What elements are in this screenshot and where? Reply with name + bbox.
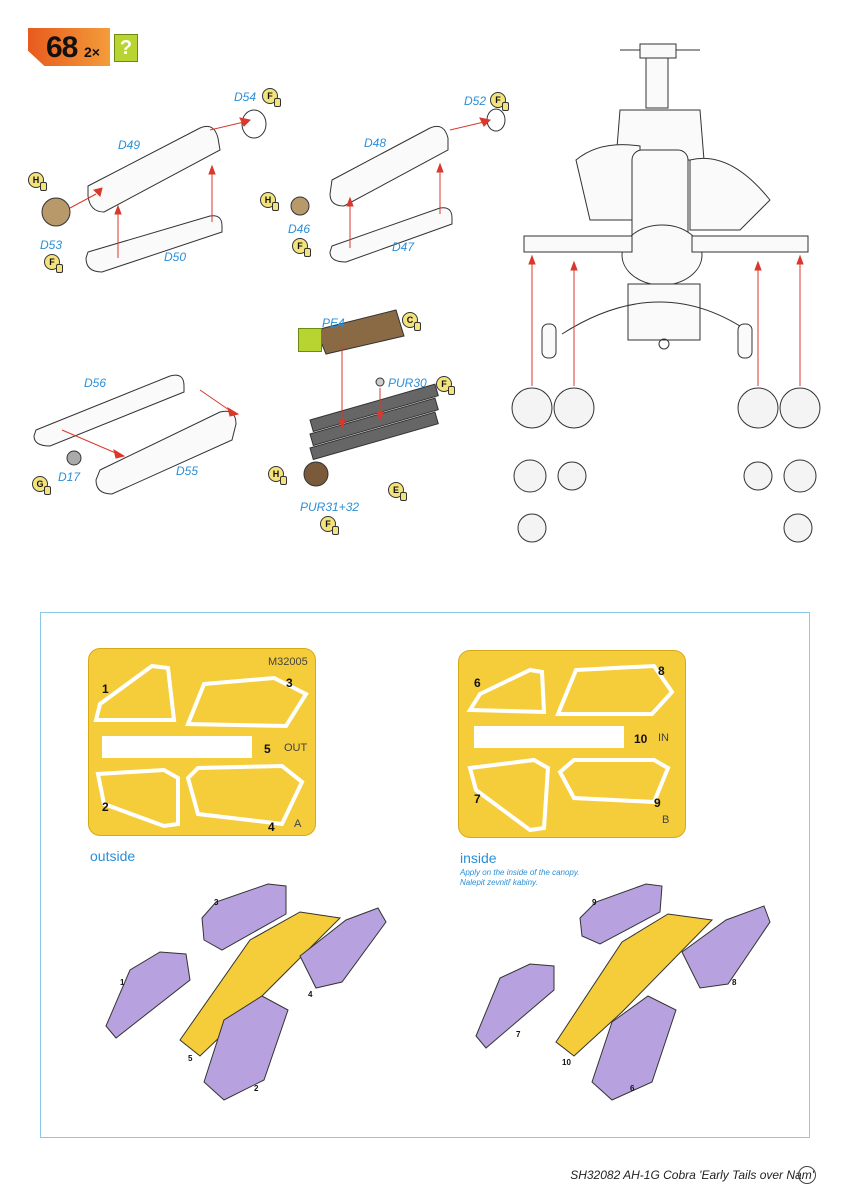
label-d53: D53	[40, 238, 63, 252]
sheet-b-num-9: 9	[654, 796, 661, 810]
label-d54: D54	[234, 90, 257, 104]
rocket-face-d53	[41, 197, 71, 227]
canopy-panel-9	[579, 883, 663, 945]
sheet-a-num-5: 5	[264, 742, 271, 756]
sheet-a-side: OUT	[284, 742, 308, 754]
inside-num-8: 8	[732, 978, 737, 987]
footer-text: SH32082 AH-1G Cobra 'Early Tails over Na…	[570, 1168, 814, 1182]
badge-c: C	[402, 312, 421, 331]
badge-f: F	[44, 254, 63, 273]
outside-num-3: 3	[214, 898, 219, 907]
badge-e: E	[388, 482, 407, 501]
label-d17: D17	[58, 470, 81, 484]
outside-num-4: 4	[308, 990, 313, 999]
canopy-panel-5	[179, 911, 342, 1057]
canopy-panel-7	[475, 963, 555, 1049]
sheet-a-num-4: 4	[268, 820, 275, 834]
outside-num-5: 5	[188, 1054, 193, 1063]
badge-f: F	[262, 88, 281, 107]
canopy-panel-3	[201, 883, 287, 951]
sheet-a-num-3: 3	[286, 676, 293, 690]
rocket-pods-row	[511, 387, 821, 543]
label-pe4: PE4	[322, 316, 345, 330]
inside-title: inside	[460, 850, 497, 866]
outside-num-2: 2	[254, 1084, 259, 1093]
badge-f: F	[490, 92, 509, 111]
label-d46: D46	[288, 222, 311, 236]
mask-sheet-a-shapes	[93, 663, 309, 829]
logo-icon	[798, 1166, 816, 1184]
canopy-panel-6	[591, 995, 677, 1101]
barrel-cluster	[303, 461, 329, 487]
label-d49: D49	[118, 138, 141, 152]
sheet-b-num-8: 8	[658, 664, 665, 678]
minigun-barrels	[309, 383, 439, 461]
bend-icon	[298, 328, 322, 352]
inside-num-9: 9	[592, 898, 597, 907]
badge-h: H	[260, 192, 279, 211]
canopy-panel-1	[105, 951, 191, 1039]
badge-f: F	[292, 238, 311, 257]
pod-d55	[95, 410, 237, 495]
sheet-a-letter: A	[294, 818, 302, 830]
pod-d50	[85, 215, 223, 273]
canopy-panel-8	[681, 905, 771, 989]
canopy-panel-4	[299, 907, 387, 989]
pur30-part	[375, 377, 385, 387]
pod-d48	[329, 125, 449, 207]
step-multiplier: 2×	[84, 44, 100, 60]
label-d50: D50	[164, 250, 187, 264]
outside-num-1: 1	[120, 978, 125, 987]
label-d48: D48	[364, 136, 387, 150]
label-pur3132: PUR31+32	[300, 500, 360, 514]
badge-f: F	[436, 376, 455, 395]
cap-d54	[241, 109, 267, 139]
pe4-plate	[315, 309, 405, 355]
inside-num-7: 7	[516, 1030, 521, 1039]
pod-d49	[87, 125, 221, 213]
inside-num-10: 10	[562, 1058, 571, 1067]
inside-note-cz: Nalepit zevnitř kabiny.	[460, 878, 538, 887]
badge-f: F	[320, 516, 339, 535]
pod-d47	[329, 207, 453, 263]
helicopter-front-view	[523, 43, 809, 359]
assembly-arrows	[61, 117, 804, 459]
canopy-panel-2	[203, 995, 289, 1101]
label-d47: D47	[392, 240, 415, 254]
inside-note-en: Apply on the inside of the canopy.	[460, 868, 580, 877]
inside-num-6: 6	[630, 1084, 635, 1093]
label-d55: D55	[176, 464, 199, 478]
label-d56: D56	[84, 376, 107, 390]
label-d52: D52	[464, 94, 487, 108]
pod-d56	[33, 374, 185, 447]
sheet-b-side: IN	[658, 732, 669, 744]
canopy-panel-10	[555, 913, 714, 1057]
sheet-a-num-1: 1	[102, 682, 109, 696]
step-number: 68	[46, 31, 78, 64]
canopy-illustrations	[105, 883, 771, 1101]
rocket-face-d46	[290, 196, 310, 216]
label-pur30: PUR30	[388, 376, 427, 390]
sheet-b-num-10: 10	[634, 732, 648, 746]
outside-title: outside	[90, 848, 136, 864]
badge-h: H	[268, 466, 287, 485]
sheet-a-code: M32005	[268, 656, 308, 668]
badge-g: G	[32, 476, 51, 495]
help-icon[interactable]: ?	[114, 34, 138, 62]
mask-panel	[40, 612, 810, 1138]
sheet-b-num-6: 6	[474, 676, 481, 690]
sheet-b-num-7: 7	[474, 792, 481, 806]
mask-sheet-b-shapes	[466, 663, 675, 833]
sheet-a-num-2: 2	[102, 800, 109, 814]
nose-d17	[66, 450, 82, 466]
badge-h: H	[28, 172, 47, 191]
step-tag	[28, 28, 110, 66]
assembly-drawings	[33, 43, 821, 543]
sheet-b-letter: B	[662, 814, 670, 826]
